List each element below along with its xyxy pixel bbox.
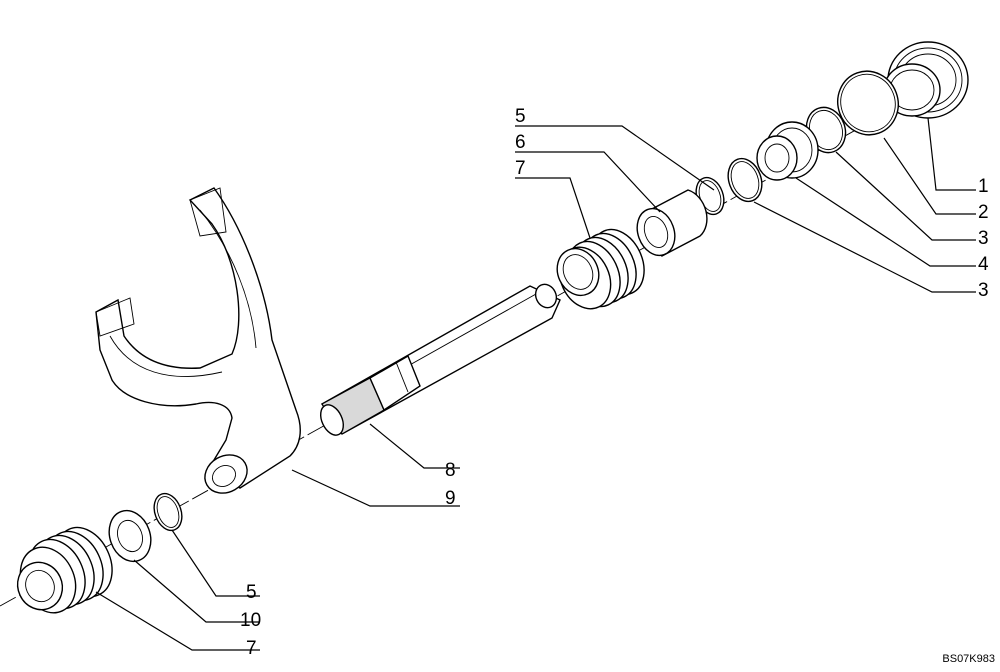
callout-3-middle: 3 [978, 228, 989, 249]
callout-8: 8 [445, 460, 456, 481]
callout-4: 4 [978, 254, 989, 275]
drawing-code: BS07K983 [942, 653, 995, 665]
plug-part [883, 41, 969, 119]
shift-rail-part [319, 283, 561, 436]
callout-9: 9 [445, 488, 456, 509]
callout-6: 6 [515, 132, 526, 153]
o-ring-large [837, 70, 899, 136]
leader-lines [95, 117, 976, 651]
callout-5-upper: 5 [515, 106, 526, 127]
spring-upper-part [556, 228, 645, 310]
spring-lower-part [16, 526, 113, 614]
snap-ring-lower [153, 492, 183, 532]
o-ring-small [727, 157, 763, 203]
callout-10: 10 [240, 610, 261, 631]
spacer-sleeve-part [636, 189, 708, 258]
washer-part [108, 509, 152, 563]
callout-3-small: 3 [978, 280, 989, 301]
callout-7-lower: 7 [246, 638, 257, 659]
callout-7-upper: 7 [515, 158, 526, 179]
callout-1: 1 [978, 176, 989, 197]
guide-bushing-part [756, 121, 819, 181]
callout-2: 2 [978, 202, 989, 223]
callout-5-lower: 5 [246, 582, 257, 603]
shift-fork-part [95, 187, 301, 494]
